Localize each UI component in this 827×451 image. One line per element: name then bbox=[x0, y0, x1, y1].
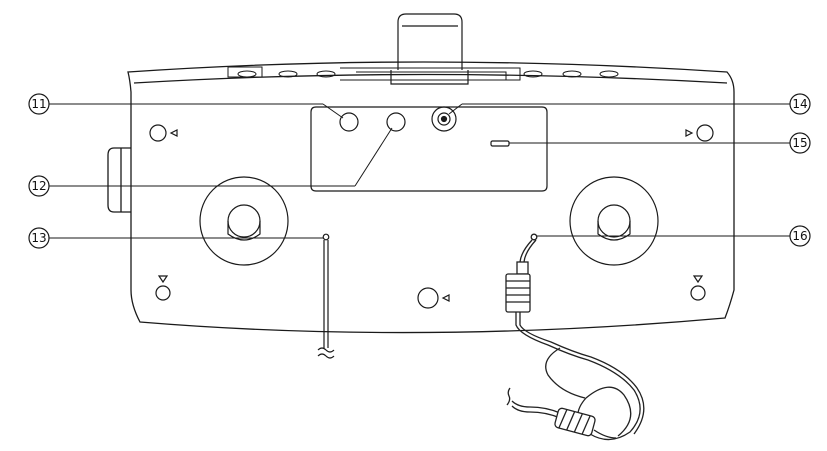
screw-hole-icon bbox=[149, 124, 714, 309]
callout-12: 12 bbox=[28, 175, 50, 197]
svg-text:11: 11 bbox=[31, 97, 46, 111]
device-body bbox=[107, 61, 735, 334]
jack-11-icon bbox=[339, 112, 359, 132]
antenna-wire-icon bbox=[317, 233, 335, 359]
speaker-foot-right-icon bbox=[569, 176, 659, 266]
callout-14: 14 bbox=[789, 93, 811, 115]
svg-text:13: 13 bbox=[31, 231, 46, 245]
jack-14-icon bbox=[431, 106, 457, 132]
svg-text:12: 12 bbox=[31, 179, 46, 193]
speaker-foot-left-icon bbox=[199, 176, 289, 266]
jack-12-icon bbox=[386, 112, 406, 132]
top-buttons bbox=[227, 66, 619, 81]
power-cable-icon bbox=[505, 233, 645, 441]
svg-text:16: 16 bbox=[792, 229, 807, 243]
usb-port-15-icon bbox=[490, 140, 510, 147]
svg-text:15: 15 bbox=[792, 136, 807, 150]
callout-15: 15 bbox=[789, 132, 811, 154]
callout-16: 16 bbox=[789, 225, 811, 247]
callout-11: 11 bbox=[28, 93, 50, 115]
svg-text:14: 14 bbox=[792, 97, 807, 111]
connector-panel bbox=[310, 106, 548, 192]
leader-lines bbox=[49, 103, 790, 239]
callout-13: 13 bbox=[28, 227, 50, 249]
dock-connector bbox=[390, 13, 469, 85]
